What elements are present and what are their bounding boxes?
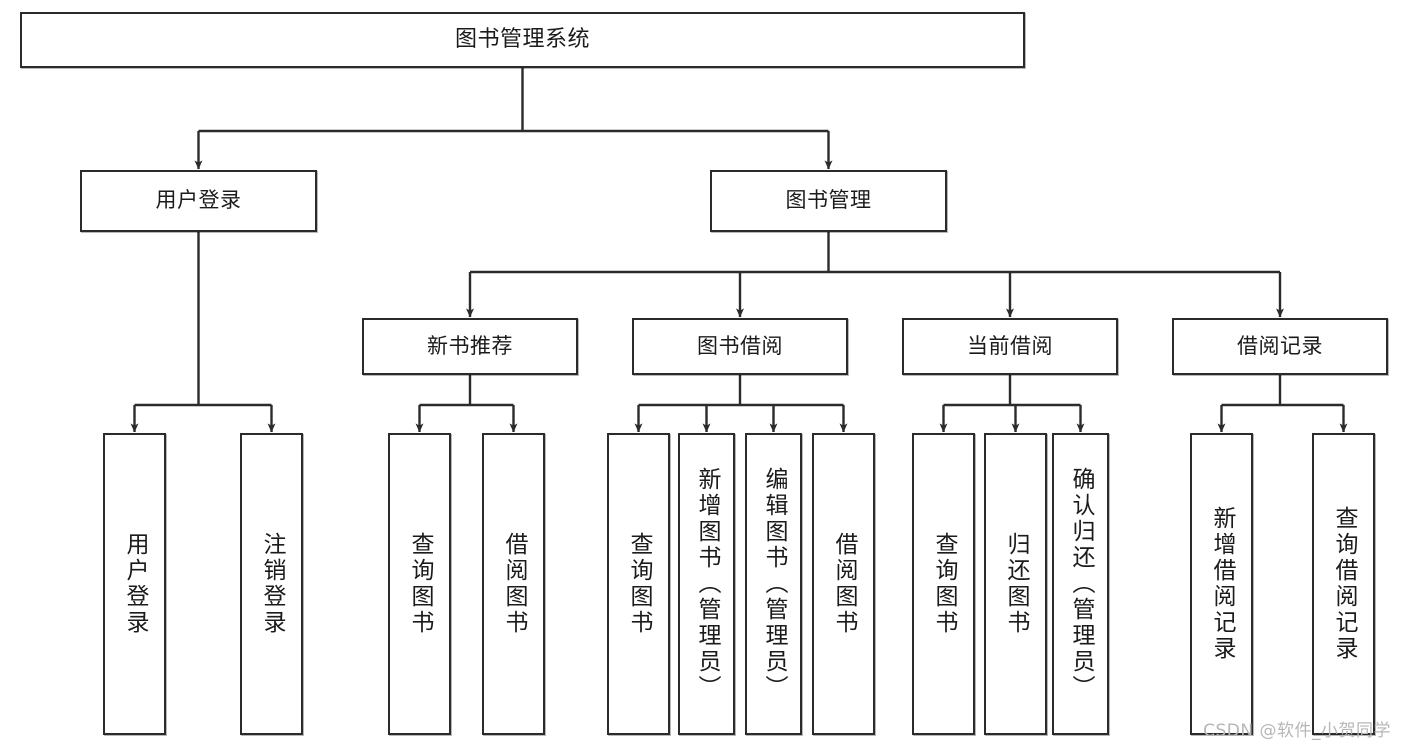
node-label: 新增图书（管理员）	[694, 467, 720, 701]
node-leaf-query-book-3[interactable]: 查询图书	[912, 433, 975, 735]
node-leaf-borrow-book-1[interactable]: 借阅图书	[482, 433, 545, 735]
node-book-manage[interactable]: 图书管理	[710, 170, 947, 232]
node-current-borrow[interactable]: 当前借阅	[902, 318, 1118, 375]
node-label: 用户登录	[122, 532, 148, 636]
node-book-borrow[interactable]: 图书借阅	[632, 318, 848, 375]
node-root[interactable]: 图书管理系统	[20, 12, 1025, 68]
node-leaf-user-login[interactable]: 用户登录	[103, 433, 166, 735]
node-label: 新书推荐	[427, 333, 513, 358]
node-label: 借阅图书	[831, 532, 857, 636]
node-label: 查询借阅记录	[1331, 506, 1357, 662]
node-leaf-confirm-return[interactable]: 确认归还（管理员）	[1052, 433, 1109, 735]
node-leaf-add-book[interactable]: 新增图书（管理员）	[678, 433, 735, 735]
node-leaf-add-record[interactable]: 新增借阅记录	[1190, 433, 1253, 735]
node-label: 注销登录	[259, 532, 285, 636]
node-label: 确认归还（管理员）	[1068, 467, 1094, 701]
node-leaf-query-book-1[interactable]: 查询图书	[388, 433, 451, 735]
node-label: 用户登录	[155, 188, 242, 213]
node-leaf-edit-book[interactable]: 编辑图书（管理员）	[745, 433, 802, 735]
node-label: 查询图书	[931, 532, 957, 636]
node-label: 查询图书	[626, 532, 652, 636]
node-label: 借阅记录	[1237, 333, 1323, 358]
node-label: 图书借阅	[697, 333, 783, 358]
node-new-book-rec[interactable]: 新书推荐	[362, 318, 578, 375]
node-label: 当前借阅	[967, 333, 1053, 358]
node-leaf-query-record[interactable]: 查询借阅记录	[1312, 433, 1375, 735]
node-label: 归还图书	[1003, 532, 1029, 636]
node-label: 查询图书	[407, 532, 433, 636]
node-leaf-query-book-2[interactable]: 查询图书	[607, 433, 670, 735]
node-label: 图书管理	[785, 188, 872, 213]
node-leaf-borrow-book-2[interactable]: 借阅图书	[812, 433, 875, 735]
node-leaf-user-logout[interactable]: 注销登录	[240, 433, 303, 735]
node-label: 图书管理系统	[454, 26, 590, 52]
node-borrow-record[interactable]: 借阅记录	[1172, 318, 1388, 375]
node-leaf-return-book[interactable]: 归还图书	[984, 433, 1047, 735]
node-label: 新增借阅记录	[1209, 506, 1235, 662]
node-user-login[interactable]: 用户登录	[80, 170, 317, 232]
node-label: 编辑图书（管理员）	[761, 467, 787, 701]
node-label: 借阅图书	[501, 532, 527, 636]
